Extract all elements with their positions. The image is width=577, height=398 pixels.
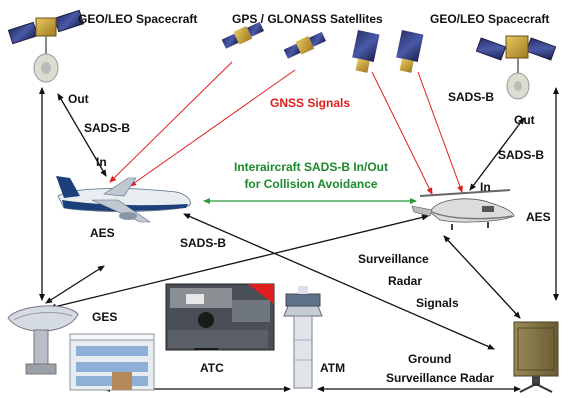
label-in-right: In	[480, 180, 491, 194]
label-interaircraft-line2: for Collision Avoidance	[244, 177, 378, 191]
control-room-photo-icon	[165, 283, 275, 351]
airliner-icon	[56, 176, 191, 223]
label-out-right: Out	[514, 113, 535, 127]
label-interaircraft-line1: Interaircraft SADS-B In/Out	[233, 160, 389, 174]
label-atm: ATM	[320, 361, 346, 375]
label-gnss-signals: GNSS Signals	[270, 96, 351, 110]
label-sadsb-left: SADS-B	[84, 121, 131, 135]
label-ground: Ground	[408, 352, 452, 366]
link-helicopter-ges	[49, 214, 429, 310]
label-radar: Radar	[388, 274, 423, 288]
satellite-icon	[7, 9, 85, 83]
gps-satellite-icon	[283, 31, 326, 59]
label-sadsb-right-top: SADS-B	[448, 90, 495, 104]
label-surveillance: Surveillance	[358, 252, 429, 266]
gnss-arrow-1	[109, 61, 233, 183]
gps-satellite-icon	[221, 21, 264, 49]
glonass-satellite-icon	[396, 29, 424, 73]
label-ges: GES	[92, 310, 118, 324]
label-ground-surveillance-radar: Surveillance Radar	[386, 371, 495, 385]
label-geo-leo-left: GEO/LEO Spacecraft	[78, 12, 198, 26]
helicopter-icon	[411, 189, 515, 230]
label-sadsb-right-mid: SADS-B	[498, 148, 545, 162]
label-in-left: In	[96, 155, 107, 169]
gnss-arrow-4	[417, 71, 463, 193]
label-geo-leo-right: GEO/LEO Spacecraft	[430, 12, 550, 26]
label-sadsb-center: SADS-B	[180, 236, 227, 250]
gnss-arrow-3	[371, 71, 433, 195]
control-tower-icon	[283, 286, 323, 389]
label-signals: Signals	[416, 296, 459, 310]
glonass-satellite-icon	[352, 29, 380, 73]
label-atc: ATC	[200, 361, 224, 375]
satellite-icon	[475, 35, 557, 100]
link-right-spacecraft-helicopter	[469, 117, 525, 191]
label-out-left: Out	[68, 92, 89, 106]
ground-station-dish-icon	[7, 305, 79, 375]
link-left-spacecraft-airliner	[57, 93, 107, 177]
label-gps-glonass: GPS / GLONASS Satellites	[232, 12, 383, 26]
building-icon	[69, 333, 155, 391]
label-aes-left: AES	[90, 226, 115, 240]
radar-unit-icon	[513, 321, 559, 393]
label-aes-right: AES	[526, 210, 551, 224]
gnss-arrow-2	[129, 69, 296, 187]
link-helicopter-radar	[443, 235, 521, 319]
